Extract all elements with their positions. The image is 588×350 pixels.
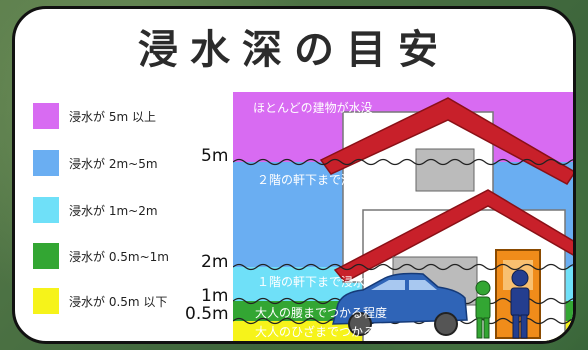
page-title: 浸水深の目安 [138, 26, 450, 73]
adult-figure-icon [510, 269, 530, 339]
legend-label: 浸水が 0.5m 以下 [69, 294, 168, 309]
flood-depth-card: 浸水深の目安 浸水が 5m 以上 浸水が 2m~5m 浸水が 1m~2m 浸水が… [12, 6, 576, 344]
legend-item-under05: 浸水が 0.5m 以下 [33, 288, 167, 314]
scale-mark-05m: 0.5m [185, 304, 229, 324]
car-body [332, 272, 468, 325]
legend-item-1to2: 浸水が 1m~2m [33, 197, 158, 223]
zone-label-2to5: ２階の軒下まで浸水 [257, 172, 365, 187]
car-window [409, 280, 437, 290]
zone-label-1to2: １階の軒下まで浸水 [257, 274, 365, 289]
adult-body [510, 287, 530, 317]
adult-leg [520, 314, 528, 339]
legend-label: 浸水が 1m~2m [69, 203, 158, 218]
child-leg [483, 317, 490, 339]
adult-leg [512, 314, 520, 339]
legend-item-2to5: 浸水が 2m~5m [33, 150, 158, 176]
legend-item-05to1: 浸水が 0.5m~1m [33, 243, 169, 269]
legend-swatch [33, 150, 59, 176]
zone-label-under05: 大人のひざまでつかる程度 [255, 324, 399, 339]
scale-mark-5m: 5m [201, 146, 229, 166]
scale-mark-1m: 1m [201, 286, 229, 306]
zone-label-05to1: 大人の腰までつかる程度 [255, 305, 387, 320]
car-icon [332, 272, 468, 336]
child-head [475, 280, 491, 296]
legend-label: 浸水が 5m 以上 [69, 109, 156, 124]
zone-label-over5: ほとんどの建物が水没 [253, 100, 373, 115]
child-leg [476, 317, 483, 339]
legend-swatch [33, 288, 59, 314]
flood-diagram: ほとんどの建物が水没 ２階の軒下まで浸水 １階の軒下まで浸水 大人の腰までつかる… [233, 92, 573, 341]
car-wheel [434, 312, 458, 336]
legend-label: 浸水が 2m~5m [69, 156, 158, 171]
legend-swatch [33, 197, 59, 223]
wave-line-icon [233, 263, 573, 271]
back-house-window [415, 148, 475, 192]
back-house-roof [319, 97, 573, 185]
child-figure-icon [475, 280, 491, 339]
adult-head [511, 269, 529, 287]
child-body [475, 296, 491, 320]
scale-mark-2m: 2m [201, 252, 229, 272]
legend-swatch [33, 103, 59, 129]
front-house-roof [333, 189, 573, 283]
wave-line-icon [233, 158, 573, 166]
car-window [371, 280, 405, 290]
legend-item-over5: 浸水が 5m 以上 [33, 103, 156, 129]
legend-swatch [33, 243, 59, 269]
car-wheel [348, 312, 372, 336]
legend-label: 浸水が 0.5m~1m [69, 249, 169, 264]
